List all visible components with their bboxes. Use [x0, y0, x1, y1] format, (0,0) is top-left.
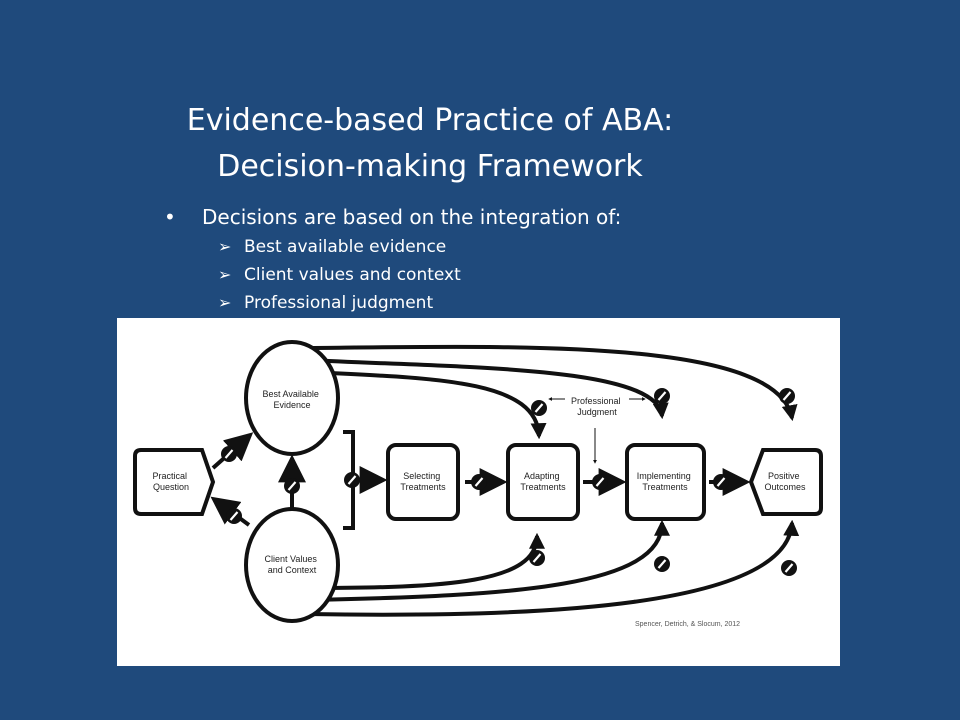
selecting-box [386, 443, 460, 521]
best-evidence-circle [244, 340, 340, 456]
arrow-bullet-icon: ➢ [218, 265, 232, 284]
sub-bullet-item: ➢ Professional judgment [218, 289, 621, 317]
client-values-label: Client Values and Context [265, 554, 320, 575]
adapting-label: Adapting Treatments [520, 471, 566, 492]
bullet-dot-icon: • [164, 205, 176, 229]
sub-bullet-text: Client values and context [244, 265, 461, 285]
slide-title: Evidence-based Practice of ABA: Decision… [0, 98, 860, 190]
best-evidence-label: Best Available Evidence [263, 389, 322, 410]
sub-bullet-list: ➢ Best available evidence ➢ Client value… [218, 233, 621, 317]
professional-judgment-label: Professional Judgment [571, 396, 623, 417]
adapting-box [506, 443, 580, 521]
implementing-box [625, 443, 706, 521]
framework-diagram: Practical Question Best Available Eviden… [133, 340, 823, 628]
top-connections [306, 344, 798, 440]
sub-bullet-text: Professional judgment [244, 293, 434, 313]
positive-outcomes-shape [748, 448, 823, 516]
sub-bullet-item: ➢ Client values and context [218, 261, 621, 289]
title-line-2: Decision-making Framework [217, 149, 643, 184]
citation: Spencer, Detrich, & Slocum, 2012 [635, 621, 740, 628]
bullet-main: • Decisions are based on the integration… [160, 203, 621, 231]
selecting-label: Selecting Treatments [400, 471, 446, 492]
client-values-circle [244, 507, 340, 623]
practical-question-shape [133, 448, 216, 516]
positive-outcomes-label: Positive Outcomes [764, 471, 806, 492]
practical-question-label: Practical Question [152, 471, 189, 492]
sub-bullet-item: ➢ Best available evidence [218, 233, 621, 261]
arrow-bullet-icon: ➢ [218, 237, 232, 256]
framework-diagram-panel: Practical Question Best Available Eviden… [117, 318, 840, 666]
title-line-1: Evidence-based Practice of ABA: [186, 103, 674, 138]
bottom-connections [306, 519, 800, 617]
bullet-list: • Decisions are based on the integration… [160, 203, 621, 317]
implementing-label: Implementing Treatments [637, 471, 694, 492]
judgment-arrows [548, 397, 646, 464]
arrow-bullet-icon: ➢ [218, 293, 232, 312]
bullet-main-text: Decisions are based on the integration o… [202, 205, 622, 229]
sub-bullet-text: Best available evidence [244, 237, 447, 257]
